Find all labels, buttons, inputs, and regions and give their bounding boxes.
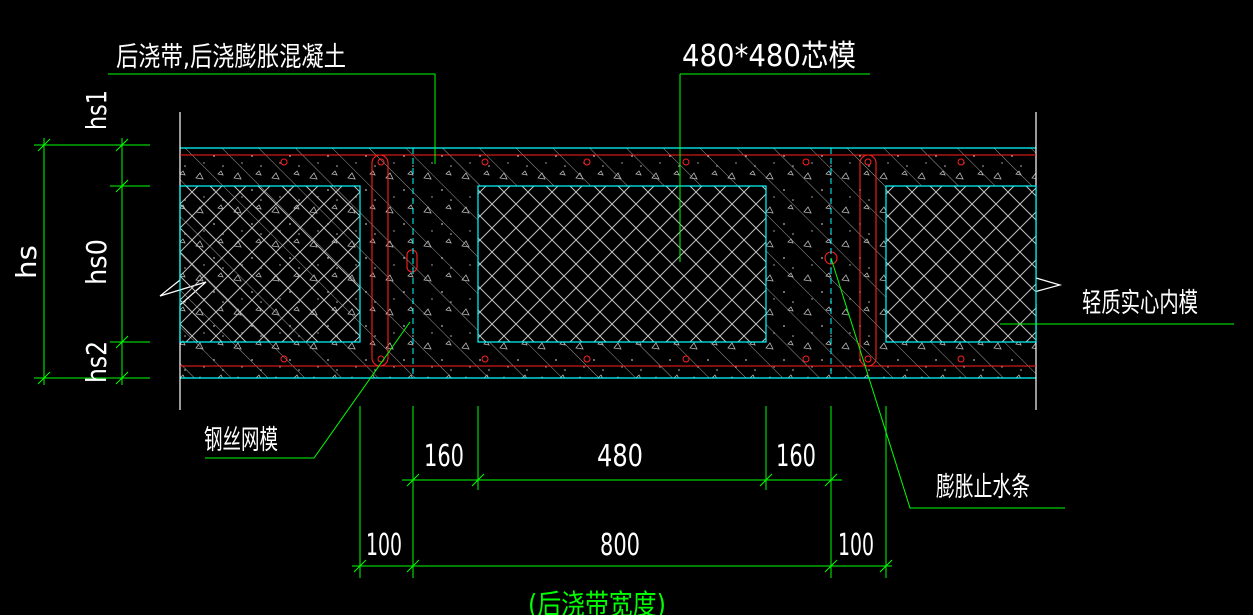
bottom-dimension-lines	[352, 406, 893, 578]
dim-100-left: 100	[366, 528, 402, 563]
slab-outline	[180, 147, 1036, 379]
water-stop-label: 膨胀止水条	[936, 472, 1030, 503]
light-inner-mold-label: 轻质实心内模	[1082, 288, 1198, 319]
dim-160-right: 160	[776, 439, 816, 474]
left-light-inner-mold	[179, 185, 361, 343]
left-dimension-lines	[34, 138, 150, 385]
dim-hs0: hs0	[80, 239, 113, 285]
post-pour-band-label: 后浇带,后浇膨胀混凝土	[116, 42, 346, 73]
dim-160-left: 160	[424, 439, 464, 474]
dim-480: 480	[597, 439, 643, 474]
rebar-lines	[180, 154, 1036, 367]
dim-hs2: hs2	[80, 341, 113, 383]
dim-hs: hs	[10, 245, 43, 279]
dim-hs1: hs1	[80, 90, 113, 130]
rebar-dots	[280, 158, 965, 363]
right-light-inner-mold	[885, 185, 1037, 343]
band-joint-lines	[412, 148, 832, 378]
leader-lines	[108, 73, 1234, 509]
steel-wire-mesh-label: 钢丝网模	[204, 425, 278, 456]
dim-100-right: 100	[838, 528, 874, 563]
dim-800: 800	[600, 528, 640, 563]
core-mold-480	[477, 185, 767, 343]
band-width-caption: (后浇带宽度)	[528, 588, 666, 615]
core-mold-label: 480*480芯模	[682, 39, 856, 74]
